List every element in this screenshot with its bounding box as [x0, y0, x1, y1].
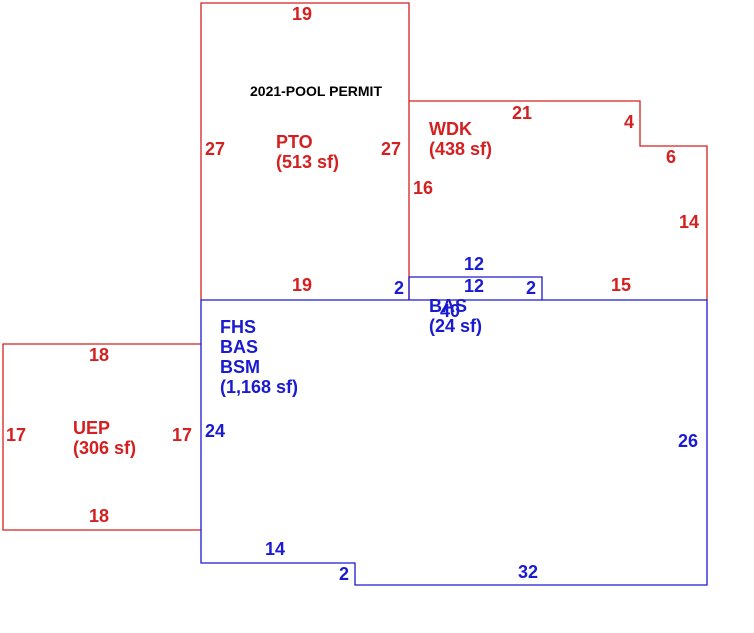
permit-note: 2021-POOL PERMIT	[250, 83, 382, 99]
bas-right-dim: 2	[526, 278, 536, 298]
pto-area: PTO (513 sf) 19 27 27 19	[205, 4, 401, 295]
pto-left-dim: 27	[205, 139, 225, 159]
bas-overlap-dim: 40	[440, 301, 460, 321]
pto-code: PTO	[276, 132, 313, 152]
main-size: (1,168 sf)	[220, 377, 298, 397]
pto-right-jog-dim: 2	[394, 278, 404, 298]
pto-bottom-dim: 19	[292, 275, 312, 295]
main-code-fhs: FHS	[220, 317, 256, 337]
uep-bottom-dim: 18	[89, 506, 109, 526]
bas-small-outline	[408, 276, 543, 300]
wdk-bottom-dim: 15	[611, 275, 631, 295]
main-building-outline	[200, 299, 708, 586]
uep-code: UEP	[73, 418, 110, 438]
main-bottom-jog-dim: 2	[339, 564, 349, 584]
main-right-dim: 26	[678, 431, 698, 451]
bas-bottom-dim: 12	[464, 276, 484, 296]
main-code-bas: BAS	[220, 337, 258, 357]
wdk-step-right-dim: 6	[666, 147, 676, 167]
pto-outline	[200, 2, 410, 300]
uep-size: (306 sf)	[73, 438, 136, 458]
main-left-dim: 24	[205, 421, 225, 441]
bas-small-code: BAS	[429, 296, 467, 316]
wdk-right-dim: 14	[679, 212, 699, 232]
main-area: FHS BAS BSM (1,168 sf) 24 26 14 2 32	[205, 317, 698, 584]
blue-outlines	[200, 276, 708, 586]
main-bottom-left-dim: 14	[265, 539, 285, 559]
uep-outline	[2, 343, 201, 531]
main-code-bsm: BSM	[220, 357, 260, 377]
bas-small-size: (24 sf)	[429, 316, 482, 336]
pto-top-dim: 19	[292, 4, 312, 24]
bas-top-dim: 12	[464, 254, 484, 274]
wdk-code: WDK	[429, 119, 472, 139]
pto-size: (513 sf)	[276, 152, 339, 172]
wdk-outline	[409, 100, 708, 300]
bas-small-area: 2 12 12 2 40 BAS (24 sf)	[394, 254, 536, 336]
pto-right-dim: 27	[381, 139, 401, 159]
wdk-left-dim: 16	[413, 178, 433, 198]
uep-area: UEP (306 sf) 18 17 17 18	[6, 345, 192, 526]
wdk-area: WDK (438 sf) 21 4 6 14 15 16	[413, 103, 699, 295]
uep-right-dim: 17	[172, 425, 192, 445]
wdk-step-down-dim: 4	[624, 112, 634, 132]
wdk-size: (438 sf)	[429, 139, 492, 159]
red-outlines	[2, 2, 708, 531]
main-bottom-right-dim: 32	[518, 562, 538, 582]
wdk-top-dim: 21	[512, 103, 532, 123]
uep-top-dim: 18	[89, 345, 109, 365]
uep-left-dim: 17	[6, 425, 26, 445]
